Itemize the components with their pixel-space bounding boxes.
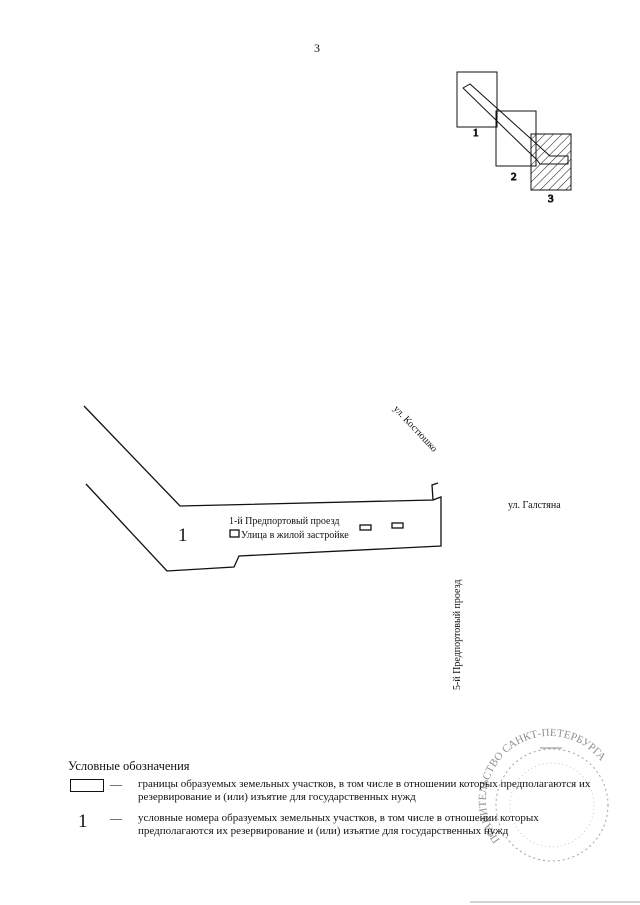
legend-dash: — [110, 811, 122, 825]
parcel-marker [391, 522, 404, 529]
index-sheet-3 [530, 133, 572, 191]
parcel-boundary [83, 405, 442, 572]
official-seal: ПРАВИТЕЛЬСТВО САНКТ-ПЕТЕРБУРГА * АДМИНИС… [0, 0, 609, 862]
legend-number-text: условные номера образуемых земельных уча… [138, 812, 539, 837]
parcel-markers [229, 522, 404, 538]
legend-title: Условные обозначения [68, 759, 190, 773]
index-sheet-2-label: 2 [511, 171, 517, 183]
legend-number-symbol: 1 [78, 811, 88, 832]
street-galstyana: ул. Галстяна [508, 500, 561, 511]
street-predportovy-1: 1-й Предпортовый проезд [229, 516, 339, 527]
index-sheet-3-label: 3 [548, 193, 554, 205]
street-residential: Улица в жилой застройке [241, 530, 349, 541]
parcel-marker [359, 524, 372, 531]
index-map: 1 2 3 [456, 71, 572, 206]
legend-boundary-text: границы образуемых земельных участков, в… [138, 778, 591, 803]
parcel-marker [229, 529, 240, 538]
street-kostyushko: ул. Костюшко [391, 404, 439, 455]
street-predportovy-5: 5-й Предпортовый проезд [452, 580, 463, 690]
parcel-number: 1 [178, 525, 188, 546]
index-corridor [462, 83, 569, 165]
legend-boundary-swatch [70, 779, 104, 792]
page-number: 3 [314, 41, 320, 55]
index-sheet-1 [456, 71, 498, 128]
index-sheet-1-label: 1 [473, 127, 479, 139]
legend-dash: — [110, 777, 122, 791]
